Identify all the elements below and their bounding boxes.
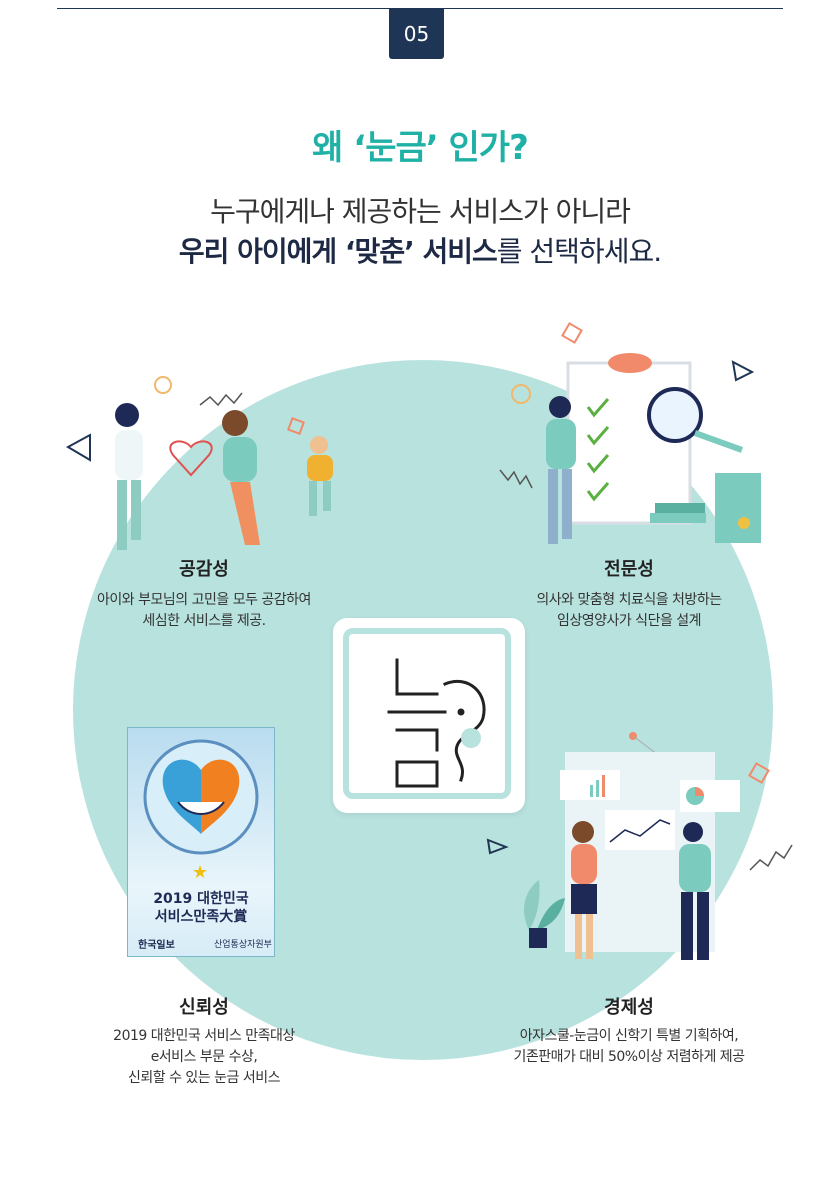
triangle-icon xyxy=(65,433,91,462)
circle-outline-icon xyxy=(154,376,172,394)
feature-economy-title: 경제성 xyxy=(604,997,654,1018)
award-heart-emblem-icon xyxy=(143,739,259,855)
triangle-icon xyxy=(486,838,509,855)
feature-empathy-desc: 아이와 부모님의 고민을 모두 공감하여 세심한 서비스를 제공. xyxy=(54,590,354,632)
zigzag-icon xyxy=(499,469,533,489)
feature-empathy-desc-line1: 아이와 부모님의 고민을 모두 공감하여 xyxy=(97,592,311,608)
section-number-badge: 05 xyxy=(389,9,444,59)
brand-logo-frame xyxy=(343,628,511,799)
book-icon xyxy=(715,473,761,543)
doctor-checklist-illustration xyxy=(546,353,761,544)
feature-empathy-title: 공감성 xyxy=(179,559,229,580)
feature-expertise-desc-line2: 임상영양사가 식단을 설계 xyxy=(556,613,702,629)
award-name: 서비스만족大賞 xyxy=(154,909,248,925)
star-icon: ★ xyxy=(192,862,209,883)
feature-expertise-title: 전문성 xyxy=(604,559,654,580)
award-year: 2019 대한민국 xyxy=(153,891,249,907)
feature-trust-desc-line3: 신뢰할 수 있는 눈금 서비스 xyxy=(128,1070,280,1086)
circle-outline-icon xyxy=(511,384,531,404)
award-certificate: ★ 2019 대한민국 서비스만족大賞 한국일보 산업통상자원부 xyxy=(127,727,275,957)
feature-trust-title: 신뢰성 xyxy=(179,997,229,1018)
award-org-hankook: 한국일보 xyxy=(138,940,175,951)
top-divider xyxy=(57,8,783,9)
pie-chart-icon xyxy=(695,787,704,796)
brand-logo-card xyxy=(333,618,525,813)
headline-line1: 누구에게나 제공하는 서비스가 아니라 xyxy=(210,195,631,228)
headline-line2: 우리 아이에게 ‘맞춘’ 서비스를 선택하세요. xyxy=(0,230,840,270)
feature-economy-desc: 아자스쿨-눈금이 신학기 특별 기획하여, 기존판매가 대비 50%이상 저렴하… xyxy=(469,1026,789,1068)
headline-line2-rest: 를 선택하세요. xyxy=(496,235,662,268)
decorative-shapes xyxy=(65,322,793,871)
feature-expertise-desc-line1: 의사와 맞춤형 치료식을 처방하는 xyxy=(536,592,722,608)
brand-logo-icon xyxy=(387,658,486,788)
feature-trust-desc: 2019 대한민국 서비스 만족대상 e서비스 부문 수상, 신뢰할 수 있는 … xyxy=(54,1026,354,1089)
triangle-icon xyxy=(731,360,755,382)
award-org-ministry: 산업통상자원부 xyxy=(214,940,272,950)
zigzag-icon xyxy=(199,392,243,407)
feature-empathy-desc-line2: 세심한 서비스를 제공. xyxy=(142,613,266,629)
feature-economy-desc-line2: 기존판매가 대비 50%이상 저렴하게 제공 xyxy=(513,1049,745,1065)
square-outline-icon xyxy=(748,762,770,784)
feature-trust-desc-line2: e서비스 부문 수상, xyxy=(150,1049,258,1065)
family-illustration xyxy=(115,403,333,550)
line-chart-icon xyxy=(609,819,671,843)
feature-economy-desc-line1: 아자스쿨-눈금이 신학기 특별 기획하여, xyxy=(519,1028,739,1044)
feature-trust-desc-line1: 2019 대한민국 서비스 만족대상 xyxy=(113,1028,295,1044)
square-outline-icon xyxy=(287,417,305,435)
zigzag-icon xyxy=(749,844,793,871)
heart-icon xyxy=(169,440,213,477)
checkmark-icon xyxy=(586,398,610,502)
magnifier-icon xyxy=(647,387,703,443)
feature-expertise-desc: 의사와 맞춤형 치료식을 처방하는 임상영양사가 식단을 설계 xyxy=(479,590,779,632)
square-outline-icon xyxy=(561,322,583,344)
business-presentation-illustration xyxy=(524,732,740,960)
headline-line2-bold: 우리 아이에게 ‘맞춘’ 서비스 xyxy=(178,235,498,268)
headline-title: 왜 ‘눈금’ 인가? xyxy=(312,128,529,168)
